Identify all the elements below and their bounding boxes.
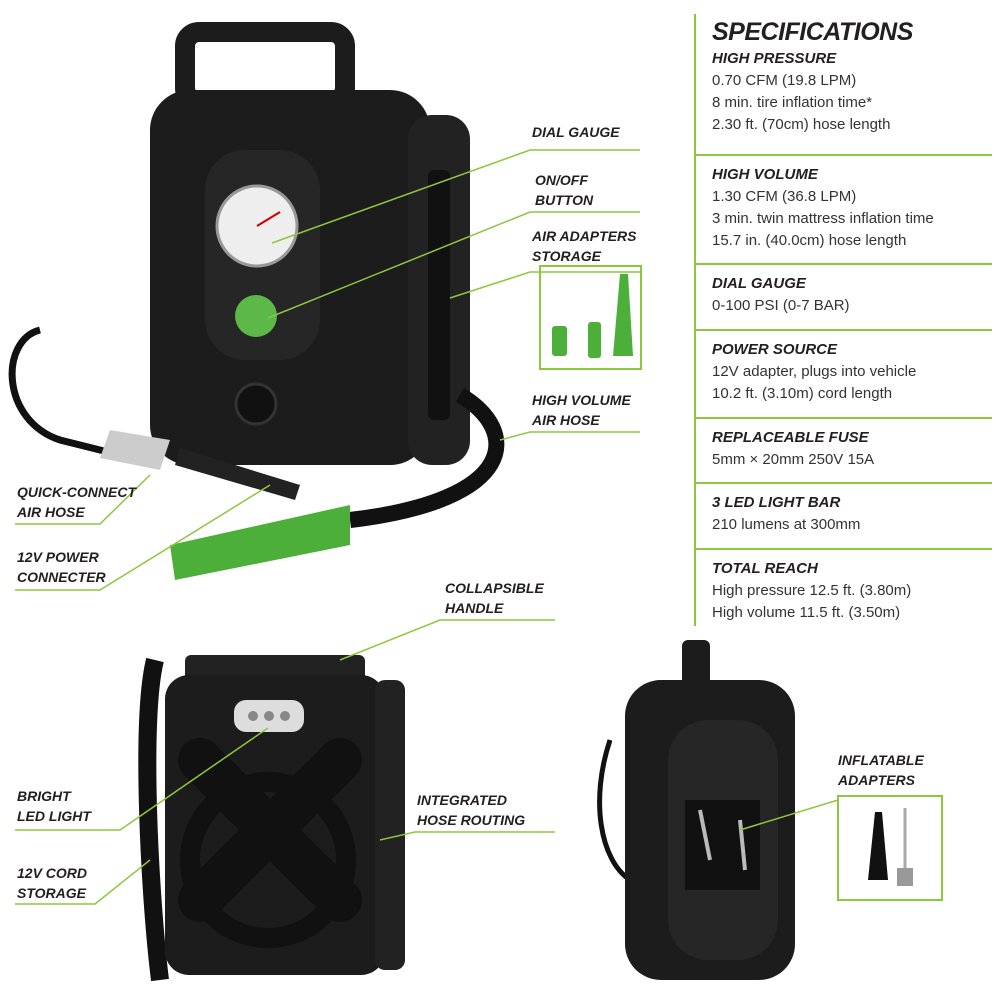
spec-power-source: POWER SOURCE 12V adapter, plugs into veh…: [696, 329, 992, 405]
spec-heading: TOTAL REACH: [712, 560, 818, 577]
specifications-title: SPECIFICATIONS: [712, 18, 913, 46]
adapters-storage-box: [539, 265, 642, 370]
spec-heading: HIGH VOLUME: [712, 166, 818, 183]
spec-line: 15.7 in. (40.0cm) hose length: [712, 232, 907, 249]
spec-line: High pressure 12.5 ft. (3.80m): [712, 582, 912, 599]
spec-line: High volume 11.5 ft. (3.50m): [712, 604, 901, 621]
spec-dial-gauge: DIAL GAUGE 0-100 PSI (0-7 BAR): [696, 263, 992, 317]
spec-led-light-bar: 3 LED LIGHT BAR 210 lumens at 300mm: [696, 482, 992, 536]
on-off-button-image: [235, 295, 277, 337]
compressor-side-image: [597, 640, 795, 980]
spec-line: 3 min. twin mattress inflation time: [712, 210, 934, 227]
spec-line: 1.30 CFM (36.8 LPM): [712, 188, 857, 205]
spec-high-pressure: HIGH PRESSURE 0.70 CFM (19.8 LPM) 8 min.…: [696, 48, 992, 136]
spec-heading: REPLACEABLE FUSE: [712, 429, 869, 446]
spec-replaceable-fuse: REPLACEABLE FUSE 5mm × 20mm 250V 15A: [696, 417, 992, 471]
spec-heading: DIAL GAUGE: [712, 275, 806, 292]
callout-leader-lines: [15, 149, 839, 905]
spec-heading: 3 LED LIGHT BAR: [712, 494, 841, 511]
spec-line: 10.2 ft. (3.10m) cord length: [712, 385, 893, 402]
spec-line: 8 min. tire inflation time*: [712, 94, 873, 111]
compressor-back-image: [138, 655, 405, 982]
spec-high-volume: HIGH VOLUME 1.30 CFM (36.8 LPM) 3 min. t…: [696, 154, 992, 252]
spec-line: 2.30 ft. (70cm) hose length: [712, 116, 891, 133]
spec-line: 12V adapter, plugs into vehicle: [712, 363, 917, 380]
spec-heading: HIGH PRESSURE: [712, 50, 837, 67]
spec-total-reach: TOTAL REACH High pressure 12.5 ft. (3.80…: [696, 548, 992, 624]
compressor-front-image: [8, 22, 505, 580]
spec-line: 0-100 PSI (0-7 BAR): [712, 297, 850, 314]
specifications-panel: SPECIFICATIONS HIGH PRESSURE 0.70 CFM (1…: [694, 14, 992, 626]
spec-line: 0.70 CFM (19.8 LPM): [712, 72, 857, 89]
spec-heading: POWER SOURCE: [712, 341, 838, 358]
callout-dial-gauge: DIAL GAUGE: [532, 124, 620, 140]
spec-line: 210 lumens at 300mm: [712, 516, 861, 533]
spec-line: 5mm × 20mm 250V 15A: [712, 451, 875, 468]
inflatable-adapters-box: [837, 795, 943, 901]
